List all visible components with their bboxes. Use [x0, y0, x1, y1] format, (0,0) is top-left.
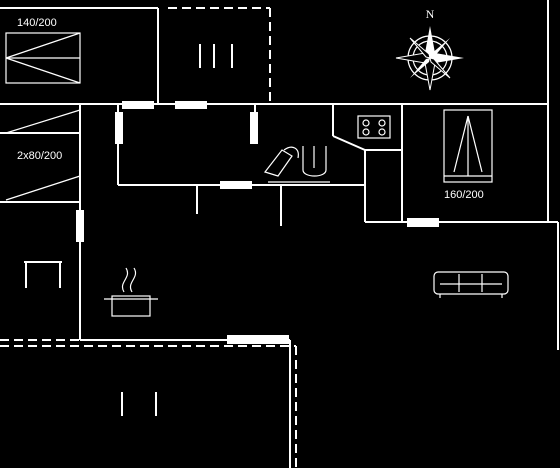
- double-bed-icon: 160/200: [443, 109, 493, 201]
- bed-label-middle-left: 2x80/200: [17, 150, 62, 162]
- bed-label-top-left: 140/200: [17, 17, 57, 29]
- door-icon: [407, 218, 439, 227]
- single-bed-icon: 140/200: [5, 17, 81, 84]
- pot-icon: [104, 267, 158, 317]
- door-icon: [227, 335, 289, 344]
- kitchen-sink-icon: [263, 146, 330, 183]
- door-icon: [220, 181, 252, 189]
- doors: [76, 101, 439, 344]
- door-icon: [115, 112, 123, 144]
- furniture-top-center: [199, 44, 233, 68]
- chair-icon: [24, 261, 62, 288]
- door-icon: [250, 112, 258, 144]
- door-icon: [76, 210, 84, 242]
- bed-label-right: 160/200: [444, 189, 484, 201]
- compass-rose-icon: N: [395, 7, 464, 91]
- furniture-bottom: [121, 392, 157, 416]
- north-label: N: [426, 7, 435, 21]
- door-icon: [175, 101, 207, 109]
- sofa-icon: [433, 271, 509, 298]
- stove-icon: [357, 115, 391, 139]
- single-bed-icon: 2x80/200: [5, 109, 81, 201]
- dashed-boundaries: [0, 7, 297, 468]
- door-icon: [122, 101, 154, 109]
